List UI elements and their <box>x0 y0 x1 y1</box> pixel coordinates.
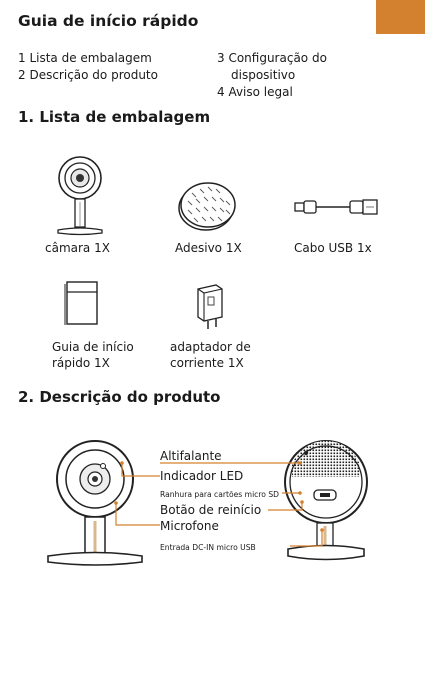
callout-microphone: Microfone <box>160 519 219 533</box>
toc-item-4: 4 Aviso legal <box>217 85 293 99</box>
packing-item-adapter-label: adaptador de corriente 1X <box>170 340 251 370</box>
packing-item-usb-cable-label: Cabo USB 1x <box>294 241 372 255</box>
toc-item-3: 3 Configuração do <box>217 51 327 65</box>
callout-led-indicator: Indicador LED <box>160 469 244 483</box>
callout-reset-button: Botão de reinício <box>160 503 262 517</box>
toc-right: 3 Configuração do dispositivo 4 Aviso le… <box>217 50 327 101</box>
guide-booklet-icon <box>64 281 98 325</box>
toc-left: 1 Lista de embalagem 2 Descrição do prod… <box>18 50 158 84</box>
toc-item-2: 2 Descrição do produto <box>18 68 158 82</box>
packing-item-guide-label: Guia de início rápido 1X <box>52 340 134 370</box>
camera-rear-view-illustration <box>284 440 368 561</box>
section-product-description-title: 2. Descrição do produto <box>18 388 221 406</box>
camera-front-view-illustration <box>47 440 143 566</box>
corner-accent-tab <box>376 0 425 34</box>
camera-icon <box>57 156 103 236</box>
packing-item-camera-label: câmara 1X <box>45 241 110 255</box>
packing-item-adhesive-label: Adesivo 1X <box>175 241 242 255</box>
toc-item-3-cont: dispositivo <box>231 68 296 82</box>
callout-dc-in-port: Entrada DC-IN micro USB <box>160 543 256 552</box>
callout-speaker: Altifalante <box>160 449 222 463</box>
power-adapter-icon <box>197 284 223 329</box>
callout-micro-sd-slot: Ranhura para cartões micro SD <box>160 490 280 499</box>
section-packing-list-title: 1. Lista de embalagem <box>18 108 211 126</box>
adhesive-pad-icon <box>178 182 236 231</box>
toc-item-1: 1 Lista de embalagem <box>18 51 152 65</box>
page-title: Guia de início rápido <box>18 12 199 30</box>
usb-cable-icon <box>294 199 378 215</box>
